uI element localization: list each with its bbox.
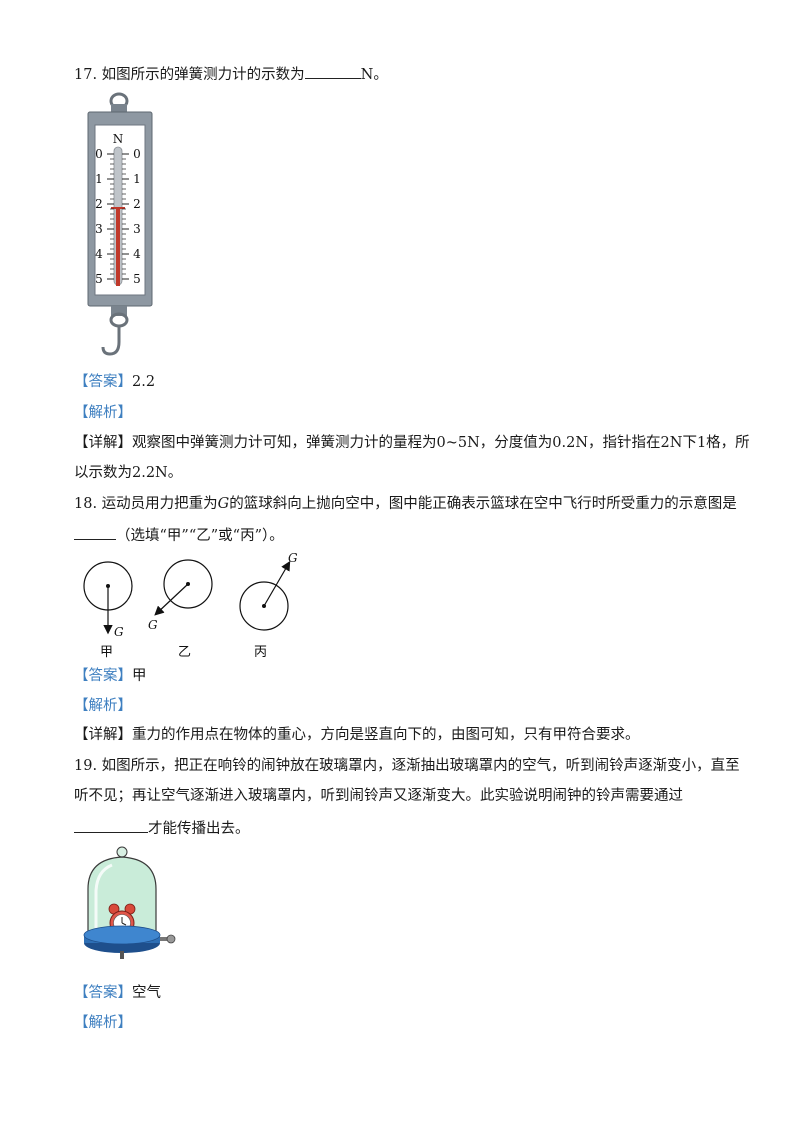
spring-scale-figure: N 0 1 2 3 4 5 0 1 2 3 4 5 — [87, 92, 153, 356]
tick-label-right-0: 0 — [133, 147, 141, 161]
q19-question-line-1: 19. 如图所示，把正在响铃的闹钟放在玻璃罩内，逐渐抽出玻璃罩内的空气，听到闹铃… — [74, 756, 740, 776]
glass-highlight — [94, 863, 113, 929]
base-stem — [120, 951, 124, 959]
q18-detail-tag: 【详解】 — [74, 727, 132, 743]
q18-detail-row: 【详解】重力的作用点在物体的重心，方向是竖直向下的，由图可知，只有甲符合要求。 — [74, 725, 640, 745]
g-label-jia: G — [114, 625, 124, 639]
q18-number: 18. — [74, 496, 98, 512]
tick-label-left-2: 2 — [95, 197, 103, 211]
q18-g-symbol: G — [217, 496, 230, 512]
q17-analysis-row: 【解析】 — [74, 403, 132, 423]
q19-answer-blank[interactable] — [74, 817, 148, 833]
q19-text-1: 如图所示，把正在响铃的闹钟放在玻璃罩内，逐渐抽出玻璃罩内的空气，听到闹铃声逐渐变… — [101, 758, 740, 774]
scale-hook — [101, 326, 121, 356]
label-yi: 乙 — [178, 645, 191, 660]
q19-text-3: 才能传播出去。 — [148, 821, 250, 837]
q18-question-line-2: （选填“甲”“乙”或“丙”）。 — [74, 524, 284, 546]
q17-answer-row: 【答案】2.2 — [74, 372, 155, 392]
g-label-yi: G — [148, 618, 158, 632]
q18-question-line-1: 18. 运动员用力把重为G的篮球斜向上抛向空中，图中能正确表示篮球在空中飞行时所… — [74, 494, 737, 514]
tick-label-left-3: 3 — [95, 222, 103, 236]
q19-question-line-2: 听不见；再让空气逐渐进入玻璃罩内，听到闹铃声又逐渐变大。此实验说明闹钟的铃声需要… — [74, 786, 683, 806]
q18-answer: 甲 — [132, 668, 147, 684]
tick-label-right-5: 5 — [133, 272, 141, 286]
q18-answer-blank[interactable] — [74, 524, 116, 540]
tick-label-right-1: 1 — [133, 172, 141, 186]
glass-dome — [87, 856, 157, 936]
q19-analysis-row: 【解析】 — [74, 1013, 132, 1033]
q19-answer: 空气 — [132, 985, 161, 1001]
q17-detail-tag: 【详解】 — [74, 435, 132, 451]
q19-number: 19. — [74, 758, 98, 774]
base-plate-top — [83, 925, 161, 945]
bell-jar-figure — [83, 846, 176, 959]
q17-detail-text-1: 观察图中弹簧测力计可知，弹簧测力计的量程为0~5N，分度值为0.2N，指针指在2… — [132, 435, 750, 451]
g-label-bing: G — [288, 551, 298, 565]
q19-answer-row: 【答案】空气 — [74, 983, 161, 1003]
q18-detail-text: 重力的作用点在物体的重心，方向是竖直向下的，由图可知，只有甲符合要求。 — [132, 727, 640, 743]
scale-bottom-tab — [111, 306, 127, 316]
q17-answer: 2.2 — [132, 374, 156, 390]
scale-top-tab — [111, 104, 127, 114]
q17-question: 17. 如图所示的弹簧测力计的示数为 N。 — [74, 63, 388, 85]
valve-knob — [166, 934, 176, 944]
scale-ticks — [107, 153, 129, 280]
q17-detail-text-2: 以示数为2.2N。 — [74, 465, 183, 481]
q18-text-a: 运动员用力把重为 — [101, 496, 218, 512]
q19-answer-tag: 【答案】 — [74, 985, 132, 1001]
gravity-arrow-bing — [263, 560, 291, 607]
jar-knob — [116, 846, 128, 858]
q17-number: 17. — [74, 67, 98, 83]
tick-label-left-0: 0 — [95, 147, 103, 161]
tick-label-left-1: 1 — [95, 172, 103, 186]
q17-detail-row-1: 【详解】观察图中弹簧测力计可知，弹簧测力计的量程为0~5N，分度值为0.2N，指… — [74, 433, 750, 453]
scale-unit-label: N — [113, 132, 124, 146]
q17-detail-row-2: 以示数为2.2N。 — [74, 463, 182, 483]
q18-text-b: 的篮球斜向上抛向空中，图中能正确表示篮球在空中飞行时所受重力的示意图是 — [229, 496, 737, 512]
ball-bing — [239, 581, 289, 631]
tick-label-right-4: 4 — [133, 247, 141, 261]
scale-spring-indicator — [116, 208, 120, 286]
tick-label-right-2: 2 — [133, 197, 141, 211]
q17-text-end: N。 — [360, 67, 388, 83]
tick-label-left-5: 5 — [95, 272, 103, 286]
valve-pipe — [160, 937, 168, 941]
q18-analysis-tag: 【解析】 — [74, 698, 132, 714]
tick-label-right-3: 3 — [133, 222, 141, 236]
q18-analysis-row: 【解析】 — [74, 696, 132, 716]
gravity-diagrams-figure: G 甲 G 乙 G 丙 — [83, 551, 298, 660]
q18-options-text: （选填“甲”“乙”或“丙”）。 — [116, 528, 284, 544]
tick-label-left-4: 4 — [95, 247, 103, 261]
q18-answer-tag: 【答案】 — [74, 668, 132, 684]
q17-text: 如图所示的弹簧测力计的示数为 — [101, 67, 305, 83]
q17-answer-blank[interactable] — [304, 63, 361, 79]
q17-analysis-tag: 【解析】 — [74, 405, 132, 421]
gravity-arrow-yi — [154, 583, 189, 616]
q19-question-line-3: 才能传播出去。 — [74, 817, 250, 839]
q18-answer-row: 【答案】甲 — [74, 666, 147, 686]
q19-analysis-tag: 【解析】 — [74, 1015, 132, 1031]
q19-text-2: 听不见；再让空气逐渐进入玻璃罩内，听到闹铃声又逐渐变大。此实验说明闹钟的铃声需要… — [74, 788, 683, 804]
q17-answer-tag: 【答案】 — [74, 374, 132, 390]
clock-hand-minute — [121, 922, 127, 926]
ball-yi — [163, 559, 213, 609]
label-jia: 甲 — [100, 645, 113, 660]
label-bing: 丙 — [254, 645, 267, 660]
